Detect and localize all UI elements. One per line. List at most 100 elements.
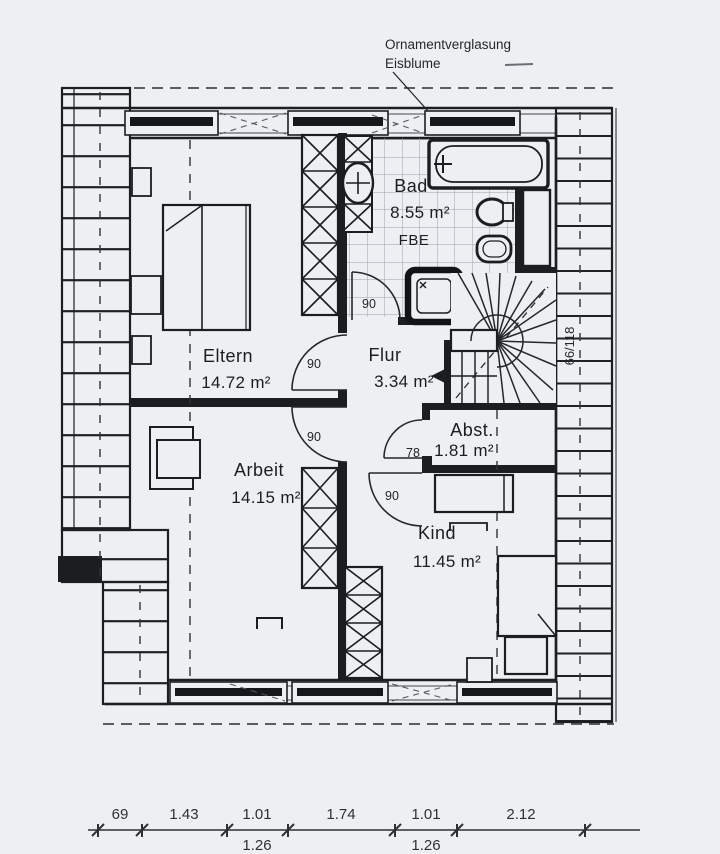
window-top-middle bbox=[287, 110, 389, 136]
staircase bbox=[431, 272, 557, 404]
wall-stairs-left bbox=[444, 340, 451, 407]
nightstand-2 bbox=[130, 275, 162, 315]
window-bottom-left bbox=[169, 681, 288, 704]
door-arbeit bbox=[291, 406, 348, 463]
room-name-flur: Flur bbox=[369, 345, 402, 365]
dim-seg-1: 1.43 bbox=[169, 806, 198, 823]
door-width-bad: 90 bbox=[362, 297, 376, 311]
wardrobe-kind bbox=[343, 565, 384, 680]
wall-abst-door-post-bottom bbox=[422, 456, 432, 473]
eaves-strip-left-lower bbox=[101, 580, 170, 706]
eltern-furniture bbox=[130, 133, 340, 365]
eaves-strip-right bbox=[554, 106, 614, 724]
shower-drain-icon bbox=[419, 281, 427, 289]
wall-bad-stairs-top bbox=[515, 267, 556, 274]
stair-winder-arc bbox=[470, 314, 524, 368]
glazing-annotation-line1: Ornamentverglasung bbox=[385, 37, 511, 52]
window-opening-dash-top4 bbox=[371, 114, 424, 134]
door-bad bbox=[351, 271, 401, 321]
shelf-arbeit bbox=[256, 617, 283, 629]
window-top-left bbox=[124, 110, 219, 136]
roof-window-size-label: 66/118 bbox=[562, 327, 577, 366]
wall-eltern-door-post bbox=[338, 390, 347, 407]
bathtub bbox=[427, 138, 550, 190]
kind-furniture bbox=[343, 473, 558, 683]
dimension-line: 69 1.43 1.01 1.74 1.01 2.12 1.26 1.26 bbox=[88, 806, 640, 854]
room-area-arbeit: 14.15 m² bbox=[231, 488, 301, 507]
door-eltern bbox=[291, 334, 348, 391]
wall-bad-cabinet bbox=[515, 187, 522, 274]
nightstand-1 bbox=[131, 167, 152, 197]
door-width-kind: 90 bbox=[385, 489, 399, 503]
side-table-kind bbox=[503, 635, 549, 676]
door-width-labels: 90 90 90 90 78 bbox=[307, 297, 420, 503]
room-name-arbeit: Arbeit bbox=[234, 460, 284, 480]
chair-kind bbox=[449, 522, 488, 531]
door-kind bbox=[368, 472, 423, 527]
bathroom bbox=[341, 135, 552, 326]
bed-kind bbox=[496, 554, 558, 638]
desk-arbeit-top bbox=[156, 439, 201, 479]
washbasin-unit bbox=[341, 135, 375, 233]
doors bbox=[291, 271, 423, 527]
window-opening-dash-top2 bbox=[219, 112, 287, 135]
stair-direction-arrow-icon bbox=[431, 369, 445, 383]
nightstand-kind bbox=[466, 657, 493, 683]
annotation-leader-line bbox=[392, 71, 429, 112]
room-name-kind: Kind bbox=[418, 523, 456, 543]
glazing-annotation-line2: Eisblume bbox=[385, 56, 441, 71]
room-name-eltern: Eltern bbox=[203, 346, 253, 366]
blanket-fold-line bbox=[165, 205, 202, 232]
dim-seg-0: 69 bbox=[112, 806, 129, 823]
toilet bbox=[475, 197, 514, 227]
dimension-ticks bbox=[91, 823, 592, 837]
eaves-strip-left-upper bbox=[60, 86, 132, 532]
wall-bad-door-post bbox=[398, 317, 414, 325]
door-width-eltern: 90 bbox=[307, 357, 321, 371]
room-name-abst: Abst. bbox=[450, 420, 494, 440]
bathroom-cabinet bbox=[521, 188, 552, 268]
wall-eltern-bad bbox=[338, 133, 347, 333]
wardrobe-arbeit bbox=[300, 466, 340, 590]
window-bottom-middle bbox=[291, 681, 389, 704]
dim-sub-4: 1.26 bbox=[411, 837, 440, 854]
desk-kind bbox=[433, 473, 515, 514]
dimension-labels: 69 1.43 1.01 1.74 1.01 2.12 1.26 1.26 bbox=[112, 806, 536, 854]
annotation-tick-mark bbox=[504, 63, 534, 66]
window-bottom-right bbox=[456, 681, 558, 704]
room-name-bad: Bad bbox=[394, 176, 428, 196]
bed-eltern bbox=[161, 203, 252, 332]
wardrobe-eltern bbox=[300, 133, 340, 317]
pillow-fold-line bbox=[537, 613, 556, 636]
bidet bbox=[475, 234, 513, 264]
wall-arbeit-kind bbox=[338, 462, 347, 680]
arbeit-furniture bbox=[149, 426, 340, 629]
dim-seg-2: 1.01 bbox=[242, 806, 271, 823]
wall-abst-bottom bbox=[422, 465, 556, 473]
wall-abst-top bbox=[422, 403, 556, 410]
nightstand-3 bbox=[131, 335, 152, 365]
wall-eltern-arbeit bbox=[130, 398, 338, 407]
room-area-bad: 8.55 m² bbox=[390, 203, 450, 222]
door-abst bbox=[383, 419, 423, 459]
wall-abst-door-post-top bbox=[422, 407, 430, 420]
stair-walk-line bbox=[455, 286, 549, 399]
room-area-kind: 11.45 m² bbox=[413, 552, 481, 571]
glazing-annotation: Ornamentverglasung Eisblume bbox=[385, 37, 534, 112]
stair-newel bbox=[449, 328, 499, 353]
dim-seg-4: 1.01 bbox=[411, 806, 440, 823]
dim-seg-5: 2.12 bbox=[506, 806, 535, 823]
window-top-right-ornament bbox=[424, 110, 521, 136]
window-opening-dash-bottom1 bbox=[229, 683, 286, 702]
door-width-arbeit: 90 bbox=[307, 430, 321, 444]
room-area-flur: 3.34 m² bbox=[374, 372, 434, 391]
room-area-abst: 1.81 m² bbox=[434, 441, 494, 460]
dim-seg-3: 1.74 bbox=[326, 806, 355, 823]
door-width-abst: 78 bbox=[406, 446, 420, 460]
roof-eaves: 66/118 bbox=[58, 86, 618, 725]
room-labels: Eltern 14.72 m² Bad 8.55 m² FBE Flur 3.3… bbox=[201, 176, 494, 571]
wall-stub-left-step bbox=[58, 556, 102, 582]
dim-sub-2: 1.26 bbox=[242, 837, 271, 854]
